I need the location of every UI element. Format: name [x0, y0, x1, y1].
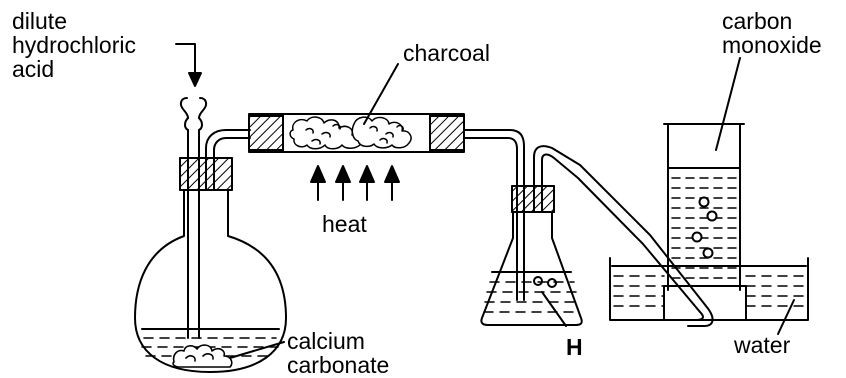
- acid-pointer: [175, 43, 202, 87]
- charcoal-lumps: [289, 116, 412, 150]
- thistle-funnel: [179, 97, 208, 339]
- combustion-tube: [248, 113, 465, 153]
- charcoal-pointer: [363, 63, 399, 125]
- calcium-carbonate-lumps: [172, 344, 233, 368]
- calcium-carbonate-label-line-1: calcium: [287, 328, 365, 354]
- charcoal-label: charcoal: [403, 40, 490, 66]
- h-pointer: [541, 291, 567, 327]
- acid-label-line-2: hydrochloric: [12, 32, 136, 58]
- round-bottom-flask: [134, 189, 287, 373]
- gas-delivery-tube: [533, 145, 714, 327]
- h-label: H: [566, 334, 583, 360]
- water-label: water: [734, 332, 791, 358]
- heat-label: heat: [322, 211, 367, 237]
- flask-delivery-tube: [205, 129, 251, 191]
- gas-jar: [663, 123, 745, 291]
- calcium-carbonate-label-line-2: carbonate: [287, 352, 390, 378]
- flask-inlet-tube: [463, 129, 525, 301]
- beehive-shelf: [663, 285, 747, 321]
- acid-label-line-1: dilute: [12, 8, 67, 34]
- acid-label-line-3: acid: [12, 56, 55, 82]
- heat-arrows: [310, 165, 400, 201]
- carbon-monoxide-label-line-2: monoxide: [722, 32, 822, 58]
- carbon-monoxide-label-line-1: carbon: [722, 8, 793, 34]
- conical-flask: [480, 185, 583, 326]
